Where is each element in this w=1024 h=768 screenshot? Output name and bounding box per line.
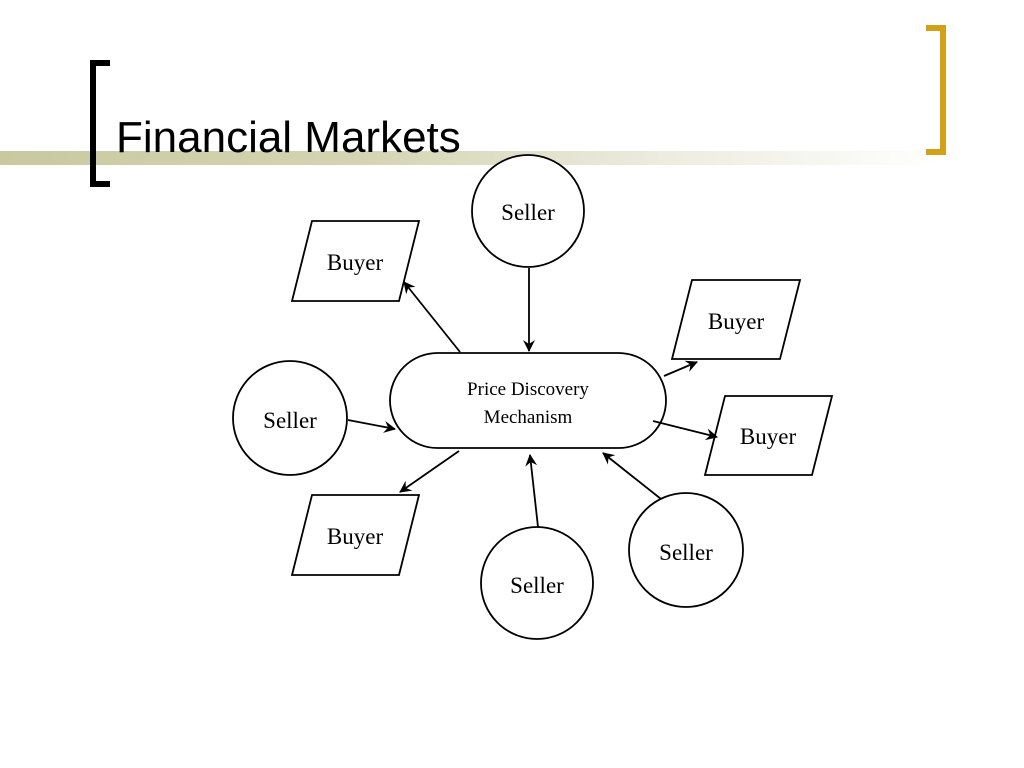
buyer-node-top-left: Buyer bbox=[290, 220, 421, 302]
seller-node-left: Seller bbox=[232, 360, 348, 476]
seller-node-top: Seller bbox=[471, 154, 585, 268]
buyer-node-top-right: Buyer bbox=[670, 279, 802, 360]
seller-node-bottom-right: Seller bbox=[628, 492, 744, 608]
price-discovery-node: Price Discovery Mechanism bbox=[389, 352, 667, 449]
arrow-seller-left-to-center bbox=[347, 419, 396, 433]
left-bracket bbox=[90, 60, 110, 187]
buyer-label: Buyer bbox=[327, 250, 384, 275]
seller-label: Seller bbox=[501, 200, 555, 225]
buyer-label: Buyer bbox=[327, 524, 384, 549]
buyer-node-bottom-left: Buyer bbox=[290, 494, 421, 576]
arrow-center-to-buyer-top-left bbox=[403, 281, 461, 353]
right-bracket bbox=[926, 25, 946, 155]
center-label-line2: Mechanism bbox=[484, 407, 573, 428]
center-label-line1: Price Discovery bbox=[467, 379, 589, 400]
slide-title: Financial Markets bbox=[116, 113, 461, 162]
buyer-label: Buyer bbox=[740, 424, 797, 449]
arrow-seller-bottom-right-to-center bbox=[602, 452, 662, 500]
arrow-seller-bottom-to-center bbox=[525, 454, 539, 528]
buyer-label: Buyer bbox=[708, 309, 765, 334]
seller-label: Seller bbox=[659, 540, 713, 565]
seller-label: Seller bbox=[510, 573, 564, 598]
seller-label: Seller bbox=[263, 408, 317, 433]
arrow-center-to-buyer-right bbox=[652, 420, 718, 441]
buyer-node-right: Buyer bbox=[703, 395, 834, 476]
arrow-center-to-buyer-bottom-left bbox=[399, 450, 460, 493]
seller-node-bottom: Seller bbox=[480, 526, 594, 640]
arrow-center-to-buyer-top-right bbox=[663, 360, 698, 377]
